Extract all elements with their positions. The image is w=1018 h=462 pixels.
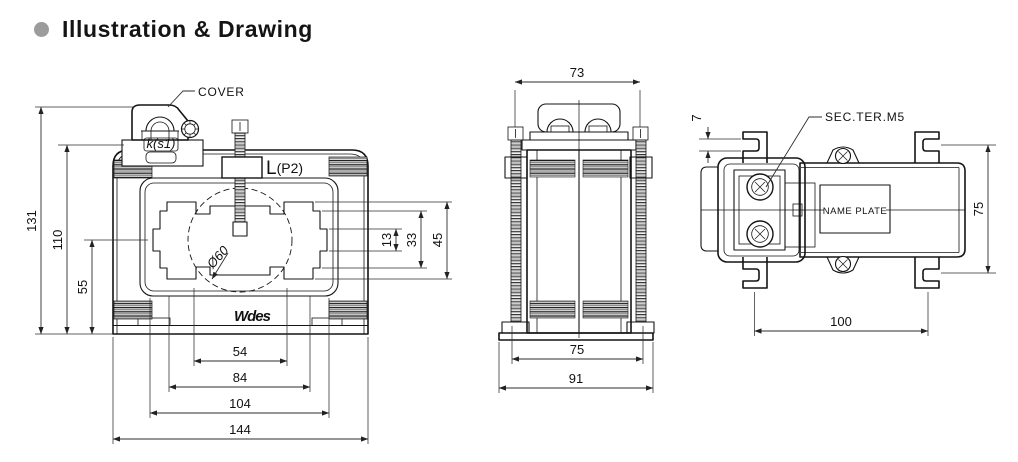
svg-text:91: 91	[569, 371, 583, 386]
platform-recess	[145, 151, 177, 164]
name-plate-label: NAME PLATE	[823, 206, 887, 217]
page-title: Illustration & Drawing	[62, 16, 313, 42]
mount-foot-right	[311, 317, 343, 326]
ct-body-outline	[112, 149, 369, 335]
fin-band	[328, 156, 368, 177]
front-view: Ø60 L(P2) k(s1)	[24, 85, 452, 444]
terminal-platform	[121, 139, 204, 167]
svg-text:7: 7	[689, 114, 704, 121]
name-plate	[819, 184, 891, 234]
svg-text:75: 75	[570, 342, 584, 357]
rod-block	[629, 156, 653, 179]
secondary-terminal-block	[717, 157, 806, 263]
svg-text:13: 13	[379, 233, 394, 247]
cover-handle	[145, 116, 175, 132]
rod-screw-head	[632, 126, 649, 141]
end-cap	[700, 166, 718, 252]
fin-band	[328, 300, 368, 320]
svg-text:55: 55	[75, 280, 90, 294]
cover-callout: COVER	[198, 85, 245, 99]
mount-ear-top	[826, 146, 860, 165]
side-dimensions: 73 75 91	[498, 65, 654, 393]
svg-text:33: 33	[404, 233, 419, 247]
svg-text:131: 131	[24, 210, 39, 232]
top-view: NAME PLATE SEC.TER.M5 7 75 100	[689, 110, 996, 336]
rod-block	[504, 156, 528, 179]
tie-rod	[635, 139, 647, 323]
top-body	[799, 162, 966, 258]
front-dimensions-right: 13 33 45	[315, 201, 452, 280]
primary-terminal-label: L(P2)	[266, 158, 303, 179]
page-header: Illustration & Drawing	[34, 16, 313, 43]
side-view: 73 75 91	[498, 65, 655, 393]
clamp-screw-rod	[234, 132, 246, 158]
rod-plate	[501, 321, 530, 334]
aperture-circle	[187, 187, 293, 293]
secondary-terminal-screw	[746, 173, 774, 201]
svg-text:84: 84	[233, 370, 247, 385]
svg-text:110: 110	[50, 230, 65, 251]
tie-rod	[510, 139, 522, 323]
side-cover-dome	[584, 118, 612, 133]
side-base	[498, 332, 654, 341]
stepped-aperture	[152, 201, 328, 280]
fin-band	[529, 300, 576, 319]
sec-terminal-callout: SEC.TER.M5	[825, 110, 905, 124]
front-dimensions-left: 131 110 55	[24, 106, 148, 335]
rod-screw-head	[507, 126, 524, 141]
side-cover-dome	[546, 118, 574, 133]
primary-terminal-box	[221, 156, 263, 179]
cover-shape	[131, 104, 189, 141]
svg-text:45: 45	[430, 233, 445, 247]
svg-text:100: 100	[830, 314, 852, 329]
svg-text:73: 73	[570, 65, 584, 80]
clamp-nut	[232, 221, 248, 237]
brand-logo: Wdes	[234, 308, 271, 325]
mount-foot-left	[137, 317, 171, 326]
mount-hooks	[742, 131, 940, 289]
fin-band	[582, 159, 629, 178]
secondary-terminal-screw	[746, 220, 774, 248]
svg-text:75: 75	[971, 202, 986, 216]
svg-text:54: 54	[233, 344, 247, 359]
mount-ear-bottom	[826, 255, 860, 274]
svg-text:144: 144	[229, 422, 251, 437]
fin-band	[113, 300, 153, 320]
top-dimensions: 7 75 100	[689, 114, 996, 336]
front-dimensions-bottom: 54 84 104 144	[112, 288, 369, 444]
fin-band	[529, 159, 576, 178]
svg-text:104: 104	[229, 396, 251, 411]
clamp-screw-rod	[234, 177, 246, 223]
seal-screw	[180, 119, 200, 139]
bullet-icon	[34, 22, 49, 37]
seal-label-box	[143, 137, 179, 152]
fin-band	[582, 300, 629, 319]
